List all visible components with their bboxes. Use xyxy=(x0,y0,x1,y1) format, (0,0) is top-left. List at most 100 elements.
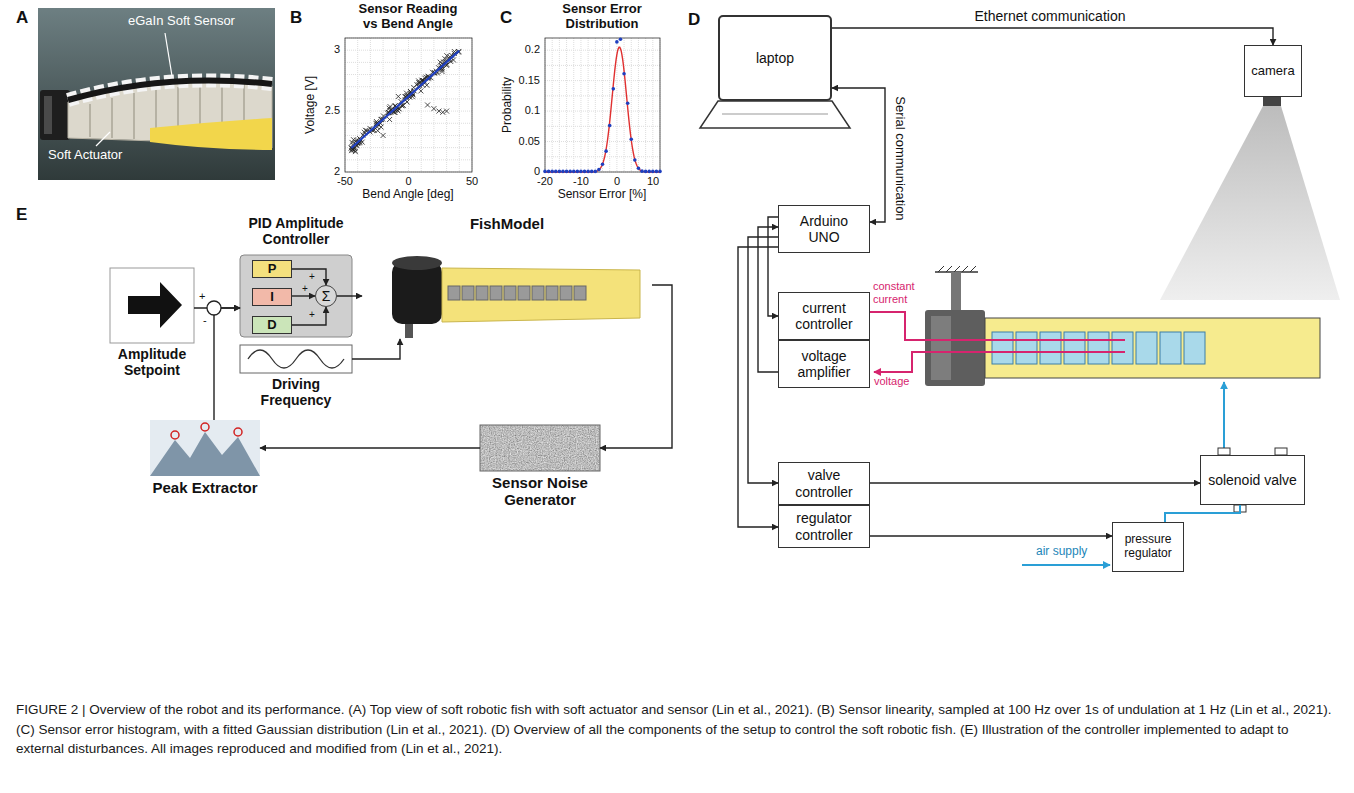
fish-model-render xyxy=(532,286,544,300)
sensor-wires xyxy=(870,312,1125,340)
fish-model-render xyxy=(462,286,474,300)
frequency-block: Driving Frequency xyxy=(240,345,352,408)
histogram-point xyxy=(583,170,587,174)
node-text: Driving Frequency xyxy=(240,376,352,408)
scatter-grid xyxy=(433,38,434,172)
histogram-point xyxy=(601,162,605,166)
noise-icon xyxy=(480,425,600,471)
data-point xyxy=(387,117,392,122)
fish-model-render xyxy=(504,286,516,300)
fish-model-render xyxy=(405,322,413,338)
scatter-grid xyxy=(345,159,472,160)
tick-label: 10 xyxy=(638,175,668,188)
laptop-box: laptop xyxy=(718,15,832,101)
node-text: P xyxy=(268,262,277,277)
fish-model-render xyxy=(392,262,442,324)
connector xyxy=(352,295,362,296)
histogram-grid xyxy=(631,38,632,172)
scatter-grid xyxy=(345,74,472,75)
node-text: pressure regulator xyxy=(1117,533,1179,561)
robot-fish-setup xyxy=(938,266,976,272)
pid-block xyxy=(240,255,352,337)
histogram-grid xyxy=(545,65,660,66)
node-text: D xyxy=(267,318,276,333)
controller-box: regulator controller xyxy=(778,505,870,548)
histogram-point xyxy=(590,170,594,174)
connector xyxy=(1165,505,1240,522)
scatter-frame xyxy=(345,38,472,172)
node-text: I xyxy=(270,290,274,305)
histogram-grid xyxy=(559,38,560,172)
fish-model-render xyxy=(546,286,558,300)
histogram-grid xyxy=(545,141,660,142)
node-text: Peak Extractor xyxy=(150,479,260,496)
histogram-point xyxy=(622,72,626,76)
histogram-grid xyxy=(652,38,653,172)
sine-icon xyxy=(248,350,344,368)
scatter-grid xyxy=(345,123,472,124)
data-point xyxy=(418,88,423,93)
node-text: FishModel xyxy=(362,215,652,232)
peak-icon xyxy=(201,423,209,431)
data-point xyxy=(436,109,441,114)
fish-model-render xyxy=(490,286,502,300)
histogram-point xyxy=(644,170,648,174)
connector xyxy=(292,269,326,285)
scatter-grid xyxy=(357,38,358,172)
robot-photo xyxy=(40,90,70,140)
scatter-grid xyxy=(345,86,472,87)
scatter-grid xyxy=(345,111,472,112)
tick-label: -20 xyxy=(530,175,560,188)
tick-label: 0.1 xyxy=(503,104,540,117)
connector xyxy=(768,217,778,316)
fish-model-render xyxy=(442,268,640,322)
histogram-point xyxy=(640,169,644,173)
scatter-grid xyxy=(421,38,422,172)
scatter-grid xyxy=(383,38,384,172)
scatter-grid xyxy=(408,38,409,172)
laptop-base xyxy=(722,114,828,115)
node-text: laptop xyxy=(756,50,794,66)
scatter-grid xyxy=(345,62,472,63)
connector xyxy=(600,285,672,448)
robot-fish-setup xyxy=(1016,332,1037,364)
node-text: camera xyxy=(1251,64,1294,79)
connector xyxy=(260,447,480,448)
fish-model-render xyxy=(518,286,530,300)
histogram-point xyxy=(647,170,651,174)
robot-photo xyxy=(68,80,272,100)
histogram-plot xyxy=(543,37,662,173)
setpoint-icon xyxy=(110,268,194,343)
peak-icon xyxy=(150,420,260,476)
histogram-frame xyxy=(545,38,660,172)
histogram-grid xyxy=(552,38,553,172)
data-point xyxy=(444,109,449,114)
axis-title: Probability xyxy=(501,60,515,150)
robot-photo xyxy=(150,118,272,150)
histogram-point xyxy=(619,37,623,41)
sum-circle: Σ xyxy=(315,285,337,307)
axis-title: Voltage [V] xyxy=(304,60,318,150)
peak-extractor-block: Peak Extractor xyxy=(150,420,260,496)
histogram-grid xyxy=(588,38,589,172)
robot-photo xyxy=(165,33,172,76)
data-point xyxy=(381,133,386,138)
gain-box: I xyxy=(252,288,292,306)
scatter-plot xyxy=(345,38,472,172)
tick-label: 0.2 xyxy=(503,43,540,56)
histogram-grid xyxy=(573,38,574,172)
histogram-point xyxy=(651,170,655,174)
tick-label: 0 xyxy=(602,175,632,188)
peak-icon xyxy=(150,432,260,476)
connector xyxy=(758,227,778,372)
camera-view xyxy=(1160,97,1340,300)
sign-label: + xyxy=(309,309,318,321)
robot-photo xyxy=(44,96,52,134)
robot-fish-setup xyxy=(951,272,961,312)
edge-label: Serial communication xyxy=(893,93,908,223)
histogram-point xyxy=(608,124,612,128)
robot-fish-setup xyxy=(1040,332,1061,364)
tick-label: -10 xyxy=(566,175,596,188)
